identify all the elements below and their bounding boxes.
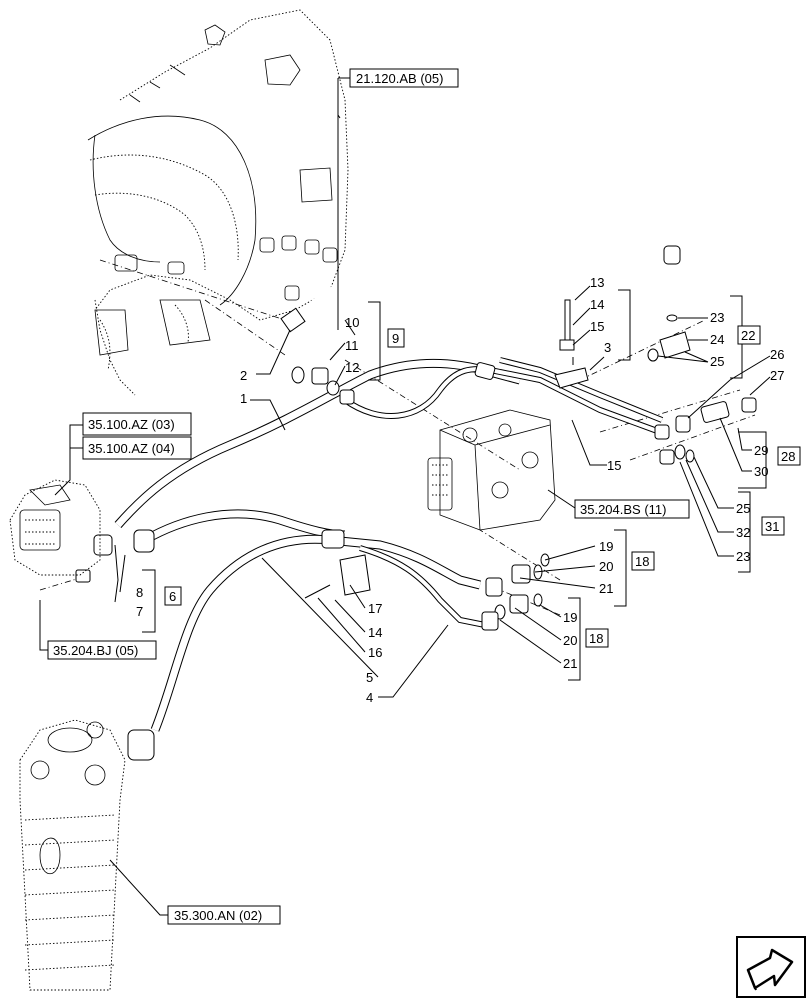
callout-10: 10 bbox=[345, 315, 359, 330]
callout-27: 27 bbox=[770, 368, 784, 383]
callout-23-top: 23 bbox=[710, 310, 724, 325]
group-box-9[interactable]: 9 bbox=[387, 328, 405, 348]
ref-fitting[interactable]: 35.204.BJ (05) bbox=[47, 640, 157, 660]
svg-text:35.100.AZ (04): 35.100.AZ (04) bbox=[88, 441, 175, 456]
svg-text:31: 31 bbox=[765, 519, 779, 534]
callout-16: 16 bbox=[368, 645, 382, 660]
callout-19-lower: 19 bbox=[563, 610, 577, 625]
valve-block bbox=[427, 409, 556, 531]
hose-1 bbox=[114, 358, 522, 528]
group-box-18-upper[interactable]: 18 bbox=[631, 551, 655, 571]
ref-pump-b[interactable]: 35.100.AZ (04) bbox=[82, 436, 192, 460]
transmission-housing bbox=[87, 9, 349, 396]
callout-17: 17 bbox=[368, 601, 382, 616]
fittings bbox=[75, 299, 757, 631]
callout-3: 3 bbox=[604, 340, 611, 355]
callout-1: 1 bbox=[240, 391, 247, 406]
callout-13: 13 bbox=[590, 275, 604, 290]
group-box-28[interactable]: 28 bbox=[777, 446, 801, 466]
svg-text:35.204.BS (11): 35.204.BS (11) bbox=[580, 502, 666, 517]
svg-text:35.300.AN (02): 35.300.AN (02) bbox=[174, 908, 262, 923]
ref-pump-a[interactable]: 35.100.AZ (03) bbox=[82, 412, 192, 436]
callout-14-top: 14 bbox=[590, 297, 604, 312]
callout-20-lower: 20 bbox=[563, 633, 577, 648]
leader-lines bbox=[39, 77, 771, 916]
svg-text:21.120.AB (05): 21.120.AB (05) bbox=[356, 71, 443, 86]
callout-20-upper: 20 bbox=[599, 559, 613, 574]
group-box-6[interactable]: 6 bbox=[164, 586, 182, 606]
callout-11: 11 bbox=[345, 338, 359, 353]
svg-text:9: 9 bbox=[392, 331, 399, 346]
callout-7: 7 bbox=[136, 604, 143, 619]
callout-25-lower: 25 bbox=[736, 501, 750, 516]
svg-text:35.204.BJ (05): 35.204.BJ (05) bbox=[53, 643, 138, 658]
callout-4: 4 bbox=[366, 690, 373, 705]
callout-21-lower: 21 bbox=[563, 656, 577, 671]
callout-25-top: 25 bbox=[710, 354, 724, 369]
steel-line-3 bbox=[343, 357, 675, 465]
callout-19-upper: 19 bbox=[599, 539, 613, 554]
svg-text:18: 18 bbox=[589, 631, 603, 646]
callout-14-lower: 14 bbox=[368, 625, 382, 640]
callout-23-lower: 23 bbox=[736, 549, 750, 564]
svg-text:28: 28 bbox=[781, 449, 795, 464]
hose-4 bbox=[127, 529, 486, 761]
callout-12: 12 bbox=[345, 360, 359, 375]
actuator-cylinder bbox=[19, 719, 126, 991]
callout-2: 2 bbox=[240, 368, 247, 383]
hose-2 bbox=[280, 238, 681, 333]
next-page-arrow-icon[interactable] bbox=[736, 936, 806, 998]
callout-15-block: 15 bbox=[607, 458, 621, 473]
callout-5: 5 bbox=[366, 670, 373, 685]
ref-valve-block[interactable]: 35.204.BS (11) bbox=[574, 499, 690, 519]
callout-32: 32 bbox=[736, 525, 750, 540]
callout-21-upper: 21 bbox=[599, 581, 613, 596]
svg-text:6: 6 bbox=[169, 589, 176, 604]
hose-5 bbox=[133, 509, 346, 553]
ref-transmission[interactable]: 21.120.AB (05) bbox=[349, 68, 459, 88]
svg-text:18: 18 bbox=[635, 554, 649, 569]
callout-8: 8 bbox=[136, 585, 143, 600]
group-box-18-lower[interactable]: 18 bbox=[585, 628, 609, 648]
pump-assembly bbox=[9, 479, 101, 576]
callout-24: 24 bbox=[710, 332, 724, 347]
callout-30: 30 bbox=[754, 464, 768, 479]
svg-text:22: 22 bbox=[741, 328, 755, 343]
ref-actuator[interactable]: 35.300.AN (02) bbox=[167, 905, 281, 925]
callout-26: 26 bbox=[770, 347, 784, 362]
callout-labels: 1 2 3 4 5 7 8 10 11 12 13 14 15 15 17 14… bbox=[136, 275, 784, 705]
svg-text:35.100.AZ (03): 35.100.AZ (03) bbox=[88, 417, 175, 432]
callout-29: 29 bbox=[754, 443, 768, 458]
group-box-22[interactable]: 22 bbox=[737, 325, 761, 345]
group-box-31[interactable]: 31 bbox=[761, 516, 785, 536]
callout-15-top: 15 bbox=[590, 319, 604, 334]
